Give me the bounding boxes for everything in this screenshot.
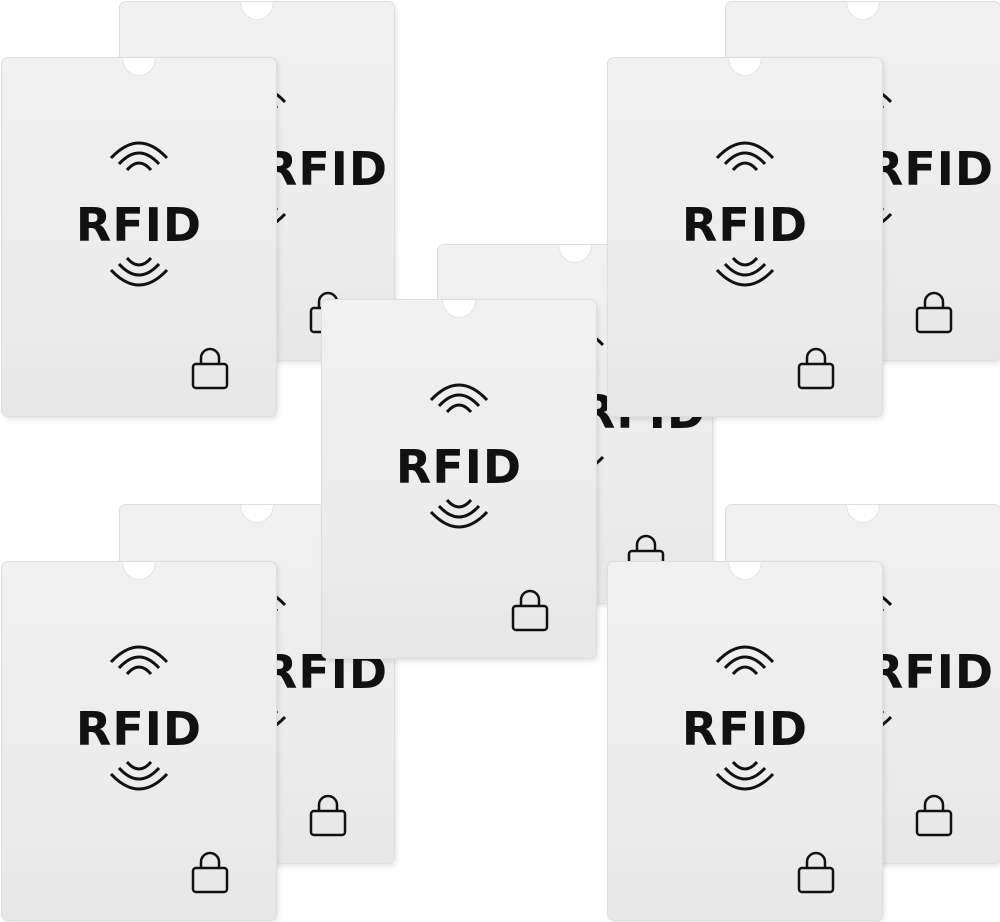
sleeve-thumb-notch <box>728 58 762 76</box>
rfid-sleeve: RFID <box>2 562 276 920</box>
signal-waves-bottom-icon <box>109 760 169 791</box>
rfid-sleeve: RFID <box>2 58 276 416</box>
sleeve-thumb-notch <box>846 505 880 523</box>
rfid-label: RFID <box>681 198 809 252</box>
sleeve-thumb-notch <box>558 245 592 263</box>
signal-waves-top-icon <box>109 645 169 676</box>
padlock-icon <box>915 291 953 334</box>
signal-waves-top-icon <box>109 141 169 172</box>
padlock-icon <box>797 851 835 894</box>
signal-waves-bottom-icon <box>715 256 775 287</box>
rfid-sleeve: RFID <box>322 300 596 658</box>
sleeve-thumb-notch <box>728 562 762 580</box>
padlock-icon <box>309 794 347 837</box>
rfid-label: RFID <box>867 645 995 699</box>
signal-waves-bottom-icon <box>109 256 169 287</box>
rfid-label: RFID <box>261 142 389 196</box>
signal-waves-bottom-icon <box>715 760 775 791</box>
rfid-sleeve: RFID <box>608 562 882 920</box>
sleeve-thumb-notch <box>122 562 156 580</box>
rfid-label: RFID <box>681 702 809 756</box>
signal-waves-top-icon <box>715 141 775 172</box>
sleeve-thumb-notch <box>240 2 274 20</box>
sleeve-thumb-notch <box>442 300 476 318</box>
padlock-icon <box>191 851 229 894</box>
rfid-label: RFID <box>867 142 995 196</box>
sleeve-thumb-notch <box>846 2 880 20</box>
padlock-icon <box>191 347 229 390</box>
rfid-label: RFID <box>75 198 203 252</box>
padlock-icon <box>915 794 953 837</box>
padlock-icon <box>511 589 549 632</box>
signal-waves-bottom-icon <box>429 498 489 529</box>
rfid-label: RFID <box>75 702 203 756</box>
signal-waves-top-icon <box>715 645 775 676</box>
sleeve-thumb-notch <box>240 505 274 523</box>
sleeve-thumb-notch <box>122 58 156 76</box>
signal-waves-top-icon <box>429 383 489 414</box>
rfid-sleeve: RFID <box>608 58 882 416</box>
rfid-label: RFID <box>395 440 523 494</box>
padlock-icon <box>797 347 835 390</box>
